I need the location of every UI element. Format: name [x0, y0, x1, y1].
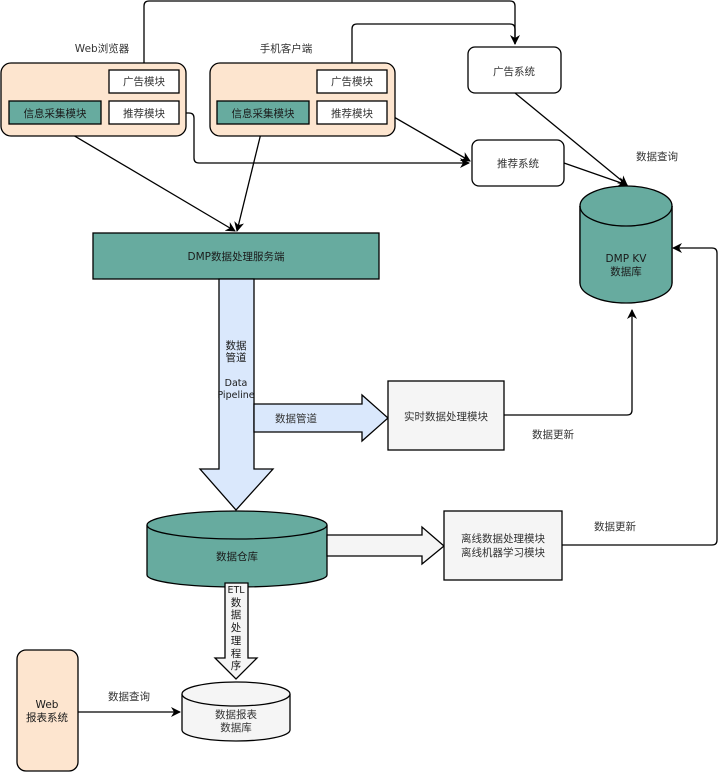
edge-mobile-collect-to-dmp	[234, 124, 264, 232]
recommend-system-label: 推荐系统	[497, 157, 539, 170]
edge-label-update-realtime: 数据更新	[532, 428, 574, 441]
pipeline-vertical-label-2: 管道	[226, 351, 247, 364]
edge-label-query-kv: 数据查询	[636, 150, 678, 163]
dmp-server-label: DMP数据处理服务端	[188, 250, 285, 263]
etl-char: 据	[231, 608, 242, 621]
web-ad-module[interactable]	[108, 69, 180, 94]
edge-realtime-to-kv	[504, 309, 637, 416]
report-db-label-1: 数据报表	[215, 708, 257, 721]
edge-mobile-recommend-to-recommend-system	[386, 112, 471, 162]
etl-label: ETL	[227, 585, 245, 596]
warehouse-to-offline-arrow	[326, 525, 446, 566]
etl-char: 处	[231, 622, 242, 634]
report-database[interactable]	[181, 681, 291, 742]
mobile-ad-module-label: 广告模块	[331, 75, 373, 88]
warehouse-label: 数据仓库	[216, 550, 258, 563]
data-warehouse[interactable]	[146, 510, 328, 588]
realtime-processing-module[interactable]	[387, 380, 505, 451]
mobile-recommend-module-label: 推荐模块	[331, 107, 373, 120]
report-db-label-2: 数据库	[220, 721, 252, 734]
etl-arrow	[213, 582, 259, 680]
mobile-collect-module-label: 信息采集模块	[232, 107, 295, 120]
pipeline-vertical-label-1: 数据	[226, 339, 247, 352]
recommend-system[interactable]	[471, 139, 565, 187]
edge-mobile-ad-to-ad-system	[351, 23, 516, 70]
etl-char: 数	[231, 596, 242, 609]
kv-db-label-line2: 数据库	[610, 265, 642, 278]
edge-label-update-offline: 数据更新	[594, 520, 636, 533]
edge-web-collect-to-dmp	[55, 124, 236, 232]
edge-web-ad-to-ad-system	[143, 0, 520, 70]
edge-web-recommend-to-recommend-system	[179, 112, 470, 168]
web-recommend-module-label: 推荐模块	[123, 107, 165, 120]
etl-char: 序	[231, 659, 242, 672]
offline-module-label-2: 离线机器学习模块	[461, 546, 545, 559]
etl-char: 程	[231, 648, 242, 660]
ad-system[interactable]	[467, 46, 562, 94]
ad-system-label: 广告系统	[493, 65, 535, 78]
mobile-ad-module[interactable]	[316, 69, 388, 94]
offline-processing-module[interactable]	[443, 510, 563, 581]
offline-module-label-1: 离线数据处理模块	[461, 532, 545, 545]
edge-label-query-report: 数据查询	[108, 690, 150, 703]
edge-recommend-system-to-kv	[563, 162, 628, 187]
web-browser-title: Web浏览器	[75, 42, 130, 55]
realtime-module-label: 实时数据处理模块	[404, 410, 488, 423]
dmp-kv-database[interactable]	[579, 185, 673, 304]
web-report-label-2: 报表系统	[26, 711, 68, 724]
data-pipeline-vertical-arrow	[198, 278, 275, 511]
kv-db-label-line1: DMP KV	[606, 253, 648, 265]
mobile-recommend-module[interactable]	[316, 100, 388, 125]
pipeline-horizontal-label: 数据管道	[275, 412, 317, 425]
mobile-collect-module[interactable]	[216, 100, 310, 125]
mobile-client-title: 手机客户端	[260, 42, 313, 55]
web-report-system[interactable]	[16, 649, 79, 772]
web-recommend-module[interactable]	[108, 100, 180, 125]
web-collect-module[interactable]	[8, 100, 102, 125]
web-report-label-1: Web	[36, 699, 59, 711]
etl-char: 理	[231, 635, 242, 647]
pipeline-vertical-en-1: Data	[225, 378, 248, 389]
pipeline-vertical-en-2: Pipeline	[217, 390, 254, 401]
etl-vertical-text: 数 据 处 理 程 序	[231, 596, 242, 672]
edge-ad-system-to-kv	[514, 92, 628, 186]
web-collect-module-label: 信息采集模块	[24, 107, 87, 120]
edge-offline-to-kv	[562, 243, 718, 546]
dmp-server[interactable]	[92, 232, 380, 280]
data-pipeline-horizontal-arrow	[253, 393, 389, 443]
web-ad-module-label: 广告模块	[123, 75, 165, 88]
